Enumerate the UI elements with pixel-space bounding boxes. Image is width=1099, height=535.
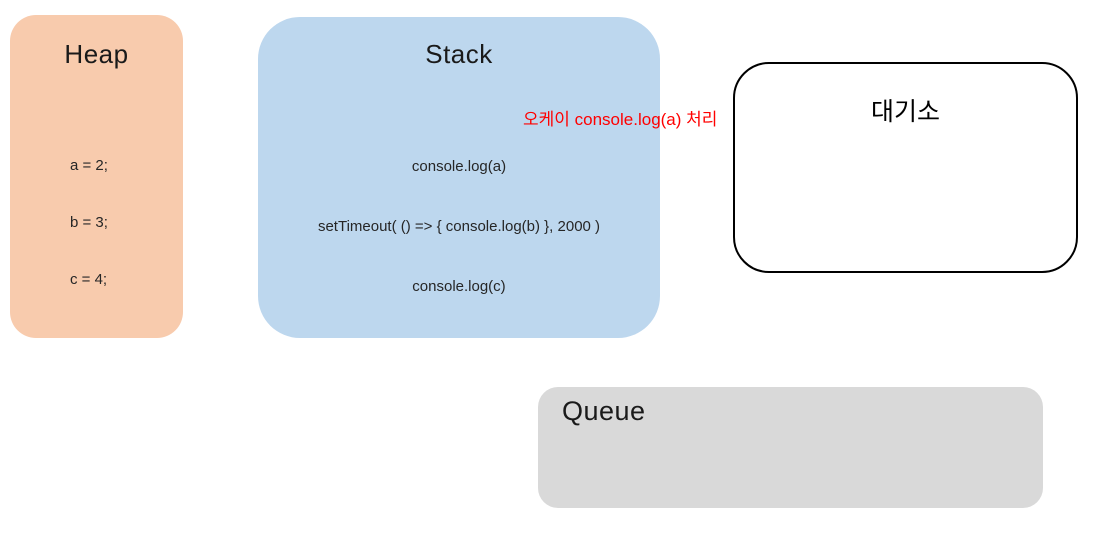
heap-code-line: a = 2; <box>70 157 108 174</box>
processing-annotation: 오케이 console.log(a) 처리 <box>523 110 718 129</box>
heap-code-block: a = 2; b = 3; c = 4; <box>70 118 108 327</box>
stack-code-line: console.log(a) <box>411 158 507 175</box>
stack-code-line: setTimeout( () => { console.log(b) }, 20… <box>317 218 601 235</box>
heap-box: Heap a = 2; b = 3; c = 4; <box>10 15 183 338</box>
stack-box: Stack console.log(a) setTimeout( () => {… <box>258 17 660 338</box>
heap-title: Heap <box>64 39 129 69</box>
queue-title: Queue <box>562 396 646 426</box>
waiting-room-box: 대기소 <box>733 62 1078 273</box>
heap-code-line: c = 4; <box>70 271 108 288</box>
waiting-room-title: 대기소 <box>870 98 940 126</box>
stack-code-line: console.log(c) <box>412 278 506 295</box>
stack-title: Stack <box>425 39 493 69</box>
heap-code-line: b = 3; <box>70 214 108 231</box>
queue-box: Queue <box>538 387 1043 508</box>
stack-code-block: console.log(a) setTimeout( () => { conso… <box>258 117 660 337</box>
